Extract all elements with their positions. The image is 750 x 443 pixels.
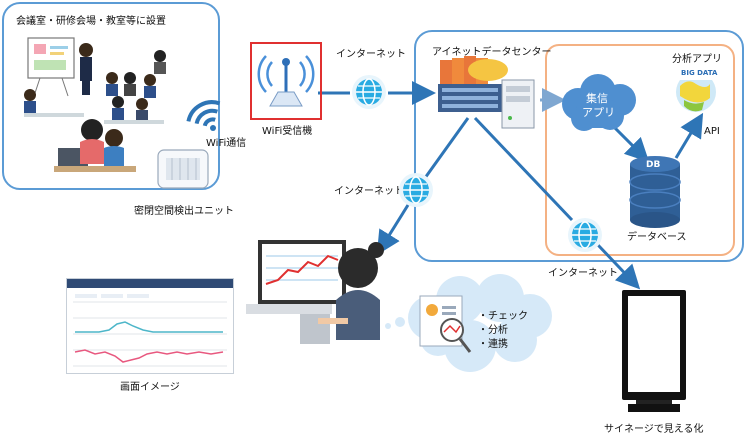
database-label: データベース — [627, 232, 687, 243]
arrow-api-to-db — [674, 112, 704, 159]
rooms-frame — [2, 2, 220, 190]
big-data-label: BIG DATA — [681, 69, 718, 77]
datacenter-label: アイネットデータセンター — [432, 47, 552, 58]
bubble-item-analysis: ・分析 — [478, 325, 508, 336]
bubble-item-link: ・連携 — [478, 339, 508, 350]
unit-label: 密閉空間検出ユニット — [134, 206, 234, 217]
thumbnail-graph — [73, 294, 227, 367]
receiver-label: WiFi受信機 — [262, 126, 313, 137]
screen-image-label: 画面イメージ — [120, 382, 180, 393]
arrow-dc-to-internet-left — [423, 117, 470, 179]
wifi-comm-label: WiFi通信 — [206, 138, 247, 149]
bubble-item-check: ・チェック — [478, 311, 528, 322]
db-label: DB — [646, 160, 661, 170]
arrow-collect-to-db — [610, 123, 650, 163]
wifi-receiver-box — [250, 42, 322, 120]
api-label: API — [704, 126, 720, 137]
internet-top-label: インターネット — [336, 49, 406, 60]
internet-right-label: インターネット — [548, 268, 618, 279]
arrow-internet-right-to-signage — [596, 243, 641, 290]
screen-image-thumbnail — [66, 278, 234, 374]
arrow-dc-to-internet-right — [473, 116, 574, 222]
collect-app-label-2: アプリ — [582, 106, 615, 119]
datacenter-frame — [414, 30, 744, 262]
arrow-internet-left-to-pc — [376, 204, 410, 256]
signage-label: サイネージで見える化 — [604, 424, 704, 435]
internet-left-label: インターネット — [334, 186, 404, 197]
datacenter-inner-frame — [545, 44, 735, 256]
collect-app-label-1: 集信 — [586, 92, 608, 105]
thumbnail-header-bar — [67, 279, 233, 288]
analysis-app-label: 分析アプリ — [672, 54, 722, 65]
rooms-label: 会議室・研修会場・教室等に設置 — [16, 16, 166, 27]
